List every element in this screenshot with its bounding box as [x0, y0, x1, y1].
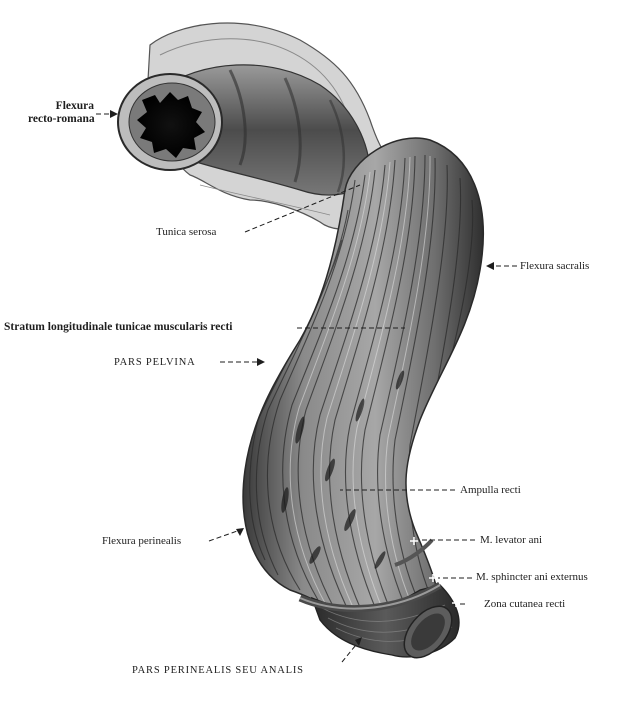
label-tunica-serosa: Tunica serosa: [156, 226, 217, 238]
leader-lines: [96, 113, 517, 663]
label-flexura-recto-romana: Flexura recto-romana: [28, 100, 95, 126]
label-pars-perinealis: PARS PERINEALIS SEU ANALIS: [132, 665, 304, 676]
label-stratum-longitudinale: Stratum longitudinale tunicae muscularis…: [4, 321, 233, 333]
arrowheads: [110, 110, 494, 646]
label-pars-pelvina: PARS PELVINA: [114, 357, 196, 368]
marker-crosses: [410, 537, 460, 607]
muscle-fibers: [249, 154, 474, 633]
label-flexura-recto-romana-line1: Flexura: [55, 100, 94, 112]
label-ampulla-recti: Ampulla recti: [460, 484, 521, 496]
label-flexura-perinealis: Flexura perinealis: [102, 535, 182, 547]
levator-ring: [394, 538, 434, 567]
label-m-levator-ani: M. levator ani: [480, 534, 543, 546]
label-zona-cutanea: Zona cutanea recti: [484, 598, 566, 610]
lumen-opening: [137, 92, 205, 158]
label-flexura-sacralis: Flexura sacralis: [520, 260, 590, 272]
label-m-sphincter: M. sphincter ani externus: [476, 571, 588, 583]
rectum-body: [242, 137, 484, 641]
label-flexura-recto-romana-line2: recto-romana: [28, 113, 95, 125]
